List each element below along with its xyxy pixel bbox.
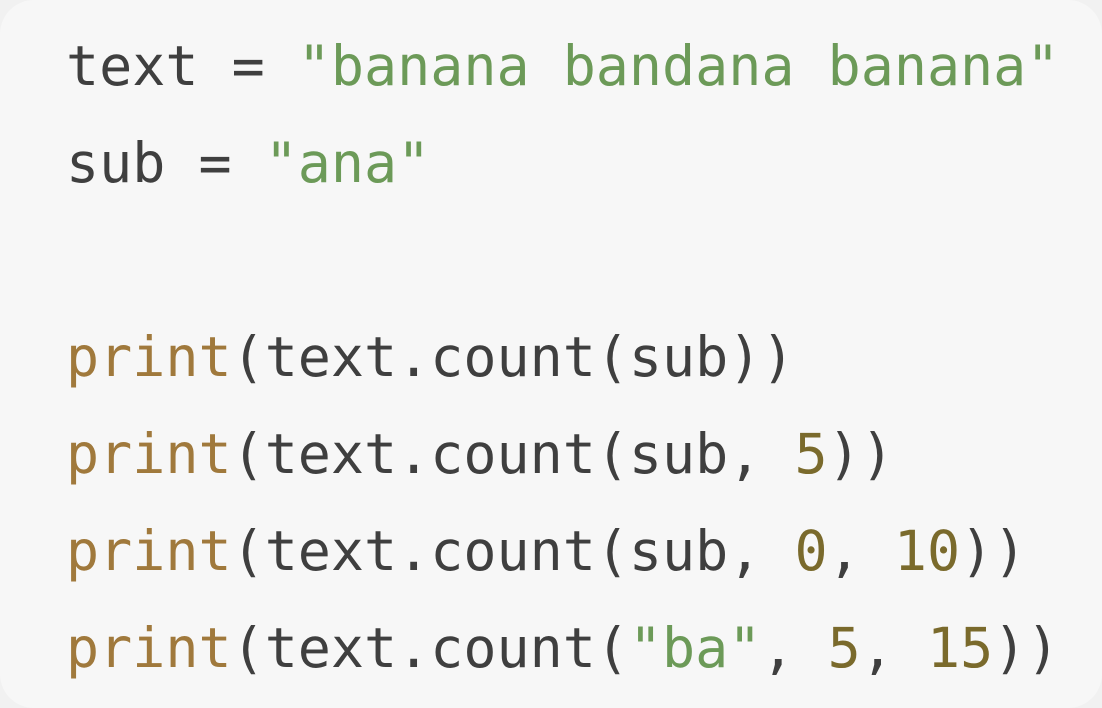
closing-parens: )) (827, 422, 894, 486)
code-line-1: text = "banana bandana banana" (66, 18, 1059, 115)
call-arguments: (text.count(sub, (231, 519, 795, 583)
code-line-5: print(text.count(sub, 5)) (66, 406, 1059, 503)
code-line-6: print(text.count(sub, 0, 10)) (66, 503, 1059, 600)
argument-separator: , (827, 519, 894, 583)
print-keyword: print (66, 325, 232, 389)
string-literal: "ba" (628, 616, 762, 680)
assignment-operator: = (198, 34, 298, 98)
argument-separator: , (860, 616, 927, 680)
closing-parens: )) (993, 616, 1060, 680)
number-literal: 10 (893, 519, 961, 583)
code-line-7: print(text.count("ba", 5, 15)) (66, 600, 1059, 697)
code-line-4: print(text.count(sub)) (66, 309, 1059, 406)
closing-parens: )) (960, 519, 1027, 583)
code-block: text = "banana bandana banana"sub = "ana… (66, 18, 1059, 697)
number-literal: 0 (794, 519, 828, 583)
assignment-operator: = (165, 131, 265, 195)
number-literal: 15 (926, 616, 994, 680)
call-arguments: (text.count(sub, (231, 422, 795, 486)
call-arguments: (text.count(sub)) (231, 325, 795, 389)
argument-separator: , (761, 616, 828, 680)
string-literal: "ana" (264, 131, 431, 195)
print-keyword: print (66, 616, 232, 680)
variable-sub: sub (66, 131, 166, 195)
code-line-3-empty (66, 212, 1059, 309)
print-keyword: print (66, 519, 232, 583)
call-arguments: (text.count( (231, 616, 629, 680)
number-literal: 5 (794, 422, 828, 486)
code-line-2: sub = "ana" (66, 115, 1059, 212)
number-literal: 5 (827, 616, 861, 680)
string-literal: "banana bandana banana" (297, 34, 1060, 98)
variable-text: text (66, 34, 199, 98)
print-keyword: print (66, 422, 232, 486)
